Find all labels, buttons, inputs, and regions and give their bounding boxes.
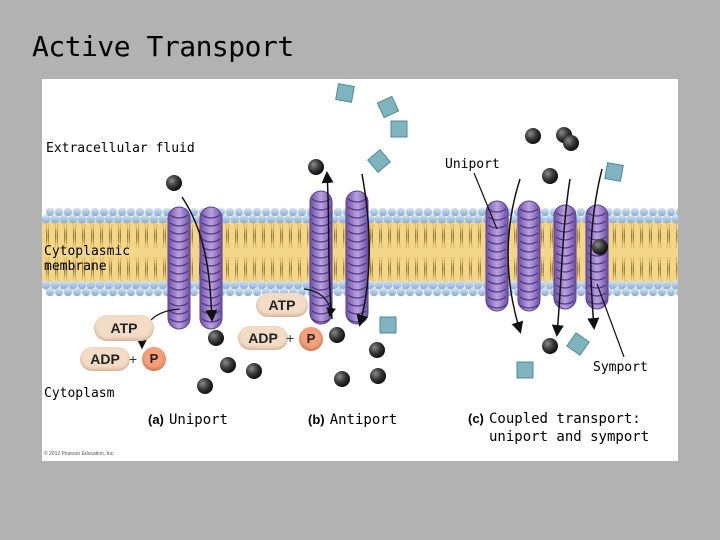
solute-ball (220, 357, 236, 373)
protein-helix (167, 206, 191, 330)
cotransported-square (335, 83, 355, 103)
solute-ball (369, 342, 385, 358)
protein-helix (553, 204, 577, 310)
solute-ball (329, 327, 345, 343)
solute-ball (542, 338, 558, 354)
caption-a-text: Uniport (168, 412, 228, 428)
solute-ball (370, 368, 386, 384)
label-symport: Symport (593, 360, 648, 375)
solute-ball (542, 168, 558, 184)
adp-molecule-a: ADP (80, 347, 130, 371)
cotransported-square (566, 332, 590, 356)
solute-ball (525, 128, 541, 144)
diagram-panel: Extracellular fluid Uniport Cytoplasmic … (42, 79, 678, 461)
phosphate-b: P (299, 327, 323, 351)
caption-b-text: Antiport (329, 412, 398, 428)
solute-ball (334, 371, 350, 387)
label-extracellular-fluid: Extracellular fluid (46, 141, 195, 156)
solute-ball (197, 378, 213, 394)
cotransported-molecules (335, 83, 624, 379)
transport-diagram (42, 83, 678, 394)
transport-arrows (137, 168, 603, 350)
label-cytoplasm: Cytoplasm (44, 386, 115, 401)
solute-ball (563, 135, 579, 151)
caption-a: (a) Uniport (148, 410, 228, 429)
solute-ball (166, 175, 182, 191)
protein-helix (199, 206, 223, 330)
solute-ball (246, 363, 262, 379)
cotransported-square (390, 120, 408, 138)
caption-c: (c) Coupled transport: uniport and sympo… (468, 410, 649, 446)
solute-ball (592, 239, 608, 255)
caption-b: (b) Antiport (308, 410, 397, 429)
cotransported-square (367, 149, 391, 173)
solute-ball (308, 159, 324, 175)
transported-molecules (166, 127, 608, 394)
plus-sign-a: + (129, 351, 138, 367)
protein-helix (517, 200, 541, 312)
caption-c-letter: (c) (468, 411, 484, 426)
cotransported-square (604, 162, 624, 182)
plus-sign-b: + (286, 330, 295, 346)
caption-b-letter: (b) (308, 412, 325, 427)
cotransported-square (516, 361, 534, 379)
label-uniport: Uniport (445, 157, 500, 172)
copyright-notice: © 2012 Pearson Education, Inc. (44, 451, 115, 457)
slide-title: Active Transport (32, 30, 294, 63)
cotransported-square (379, 316, 397, 334)
protein-helix (485, 200, 509, 312)
label-pointers (473, 172, 625, 358)
atp-molecule-a: ATP (94, 315, 154, 341)
cotransported-square (376, 95, 400, 119)
label-cytoplasmic-membrane: Cytoplasmic membrane (44, 244, 131, 274)
adp-molecule-b: ADP (238, 326, 288, 350)
caption-c-text: Coupled transport: uniport and symport (488, 411, 650, 445)
phosphate-a: P (142, 347, 166, 371)
protein-helix (585, 204, 609, 310)
caption-a-letter: (a) (148, 412, 164, 427)
atp-molecule-b: ATP (256, 293, 308, 317)
transport-proteins (167, 190, 609, 330)
solute-ball (208, 330, 224, 346)
